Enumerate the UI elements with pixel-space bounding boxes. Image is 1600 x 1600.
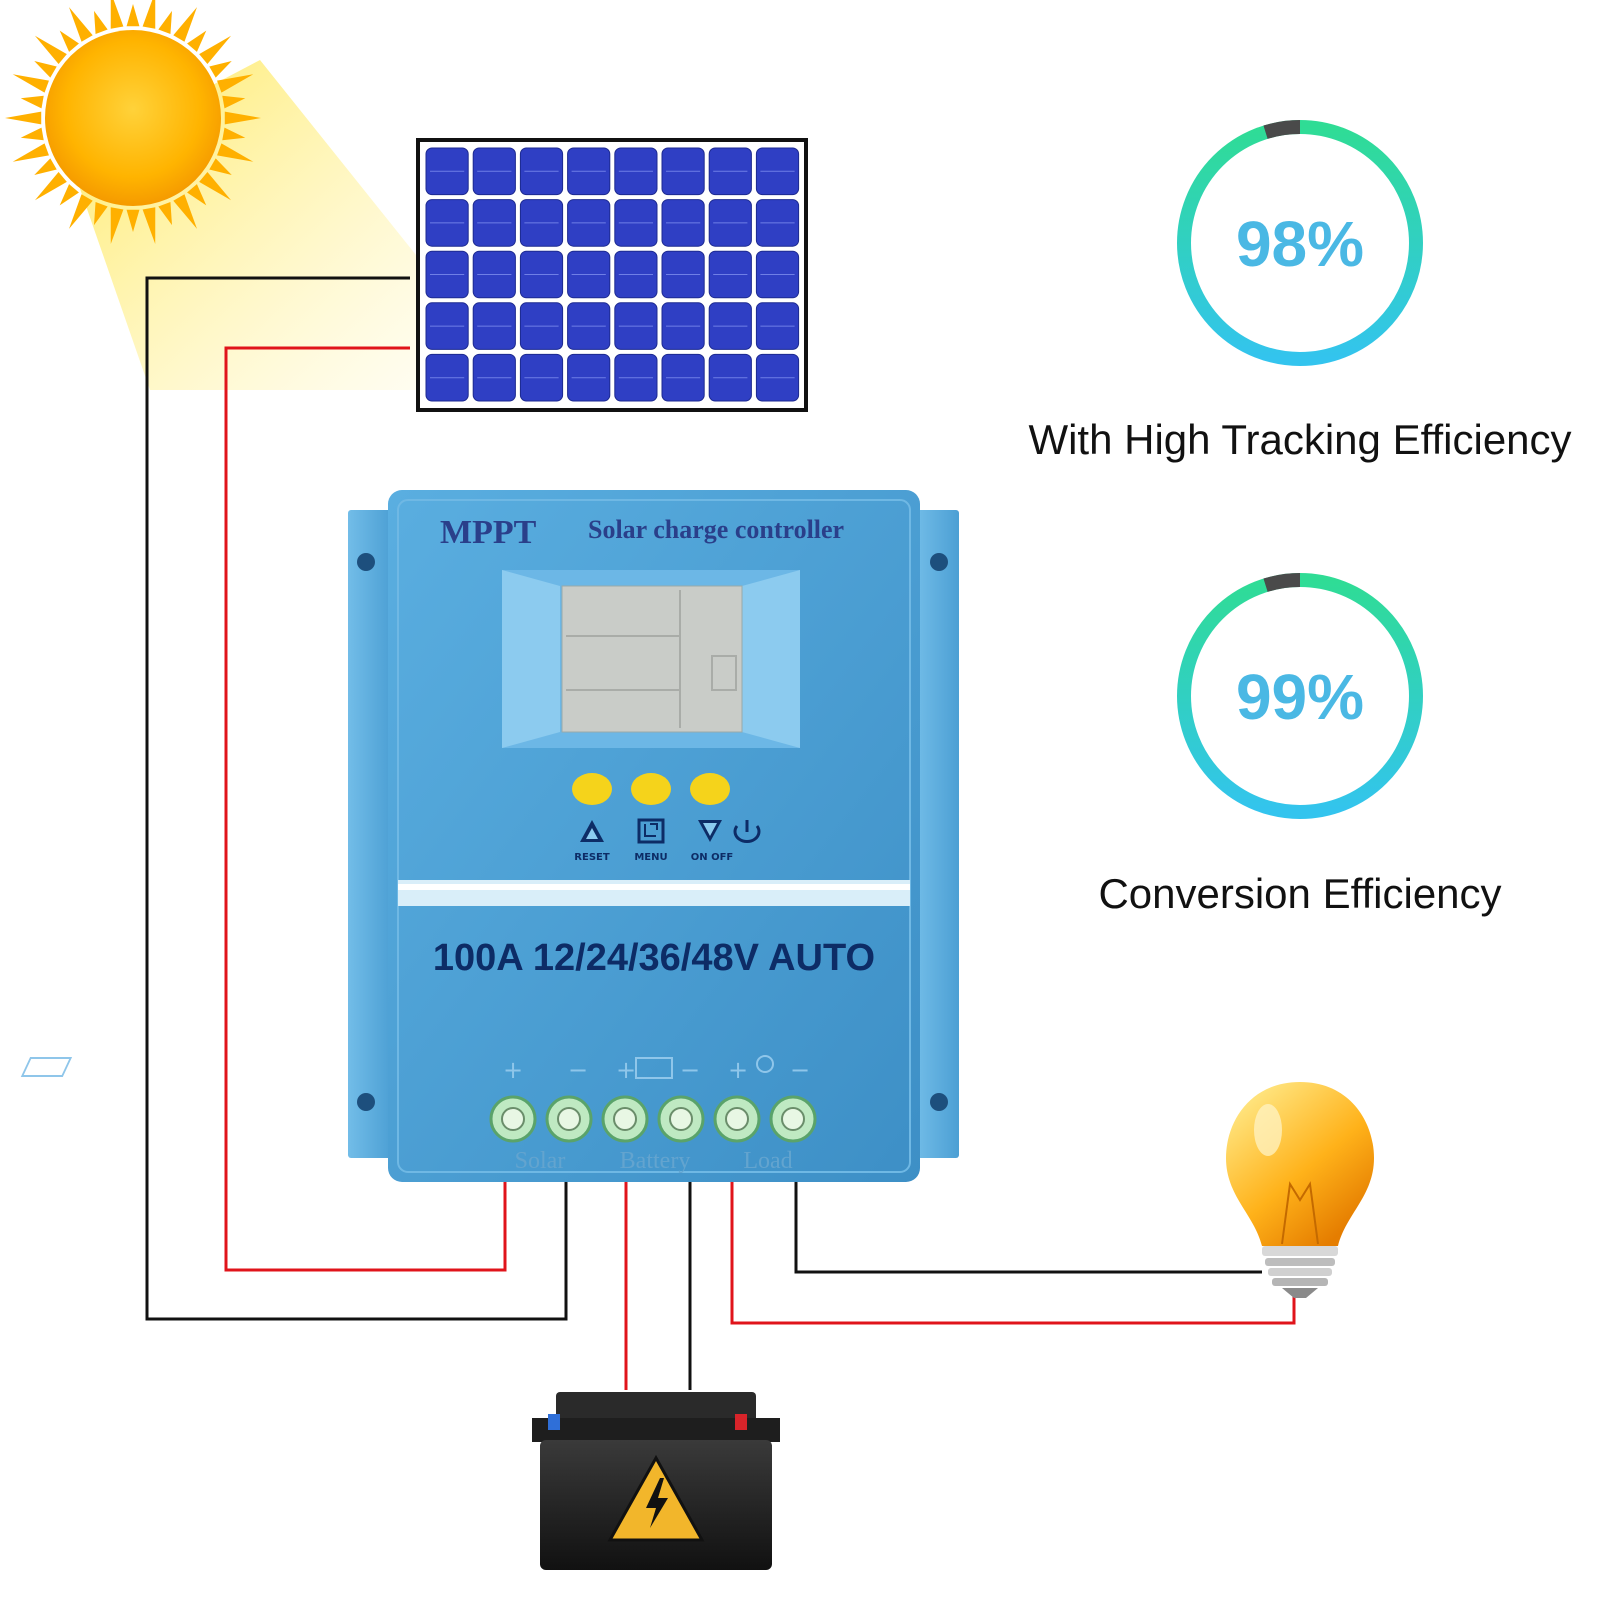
sun-ray: [217, 74, 254, 93]
sun-ray: [34, 35, 67, 64]
sun-ray: [173, 7, 197, 42]
load-wires: [730, 1182, 1296, 1325]
battery-negative-terminal: [548, 1414, 560, 1430]
mounting-wing-right: [915, 510, 959, 1158]
svg-text:+: +: [503, 1056, 523, 1084]
sun-ray: [12, 74, 49, 93]
metric-value-conversion: 99%: [1236, 661, 1364, 733]
metric-ring-gap: [1263, 573, 1301, 592]
high-voltage-warning-icon: [607, 1454, 705, 1542]
sun-ray: [126, 4, 140, 27]
terminal-label-load: Load: [743, 1148, 792, 1174]
controller-brand: MPPT: [440, 514, 537, 551]
terminal-label-battery: Battery: [620, 1148, 691, 1174]
sun-ray: [173, 194, 197, 229]
solar-wires: [145, 276, 568, 1321]
controller-subtitle: Solar charge controller: [588, 515, 844, 544]
metric-caption-tracking: With High Tracking Efficiency: [1028, 416, 1572, 463]
svg-text:−: −: [680, 1056, 700, 1084]
sun-rays: [5, 0, 261, 245]
sun-ray: [110, 0, 124, 29]
metric-conversion-efficiency: 99%: [1177, 573, 1423, 819]
mounting-wing-left: [348, 510, 392, 1158]
sun-ray: [34, 158, 57, 175]
sun-ray: [94, 10, 108, 34]
sun-ray: [222, 127, 246, 141]
sun-ray: [187, 184, 207, 206]
sun-ray: [224, 111, 261, 125]
menu-icon: [637, 818, 665, 844]
terminal-screw-center: [725, 1107, 749, 1131]
terminal-block: [489, 1095, 817, 1143]
sun-icon: [5, 0, 430, 390]
sun-ray: [142, 207, 156, 245]
battery-terminal-icon: [635, 1057, 673, 1079]
sun-ray: [94, 202, 108, 226]
battery-wires: [624, 1182, 692, 1390]
power-icon: [733, 820, 761, 844]
sun-ray: [20, 127, 44, 141]
sun-ray: [5, 111, 42, 125]
lcd-screen: [561, 585, 743, 733]
sun-ray: [142, 0, 156, 29]
sun-ray: [209, 158, 232, 175]
sun-ray: [158, 202, 172, 226]
on-off-button-label: ON OFF: [691, 852, 734, 863]
sun-ray: [217, 143, 254, 162]
solar-terminal-icon: [20, 1057, 73, 1077]
battery-icon: [532, 1392, 780, 1570]
down-arrow-icon: [698, 820, 722, 842]
terminal-screw-center: [501, 1107, 525, 1131]
sun-ray: [34, 172, 67, 201]
sun-ray: [110, 207, 124, 245]
menu-button-label: MENU: [634, 852, 667, 863]
terminal-screw-center: [557, 1107, 581, 1131]
metric-ring-gap: [1263, 120, 1301, 139]
battery-positive-terminal: [735, 1414, 747, 1430]
metric-tracking-efficiency: 98%: [1177, 120, 1423, 366]
sun-ray: [158, 10, 172, 34]
svg-text:+: +: [728, 1056, 748, 1084]
sun-ray: [199, 35, 232, 64]
sun-ray: [187, 30, 207, 52]
terminal-label-solar: Solar: [515, 1148, 566, 1174]
svg-text:−: −: [568, 1056, 588, 1084]
solar-negative-wire: [145, 276, 568, 1321]
sun-ray: [209, 61, 232, 78]
load-positive-wire: [730, 1182, 1296, 1325]
sun-ray: [12, 143, 49, 162]
sun-ray: [59, 30, 79, 52]
reset-button[interactable]: [572, 773, 612, 805]
controller-model: 100A 12/24/36/48V AUTO: [433, 937, 875, 979]
load-terminal-icon: [756, 1055, 774, 1073]
charge-controller: MPPT Solar charge controller: [20, 490, 959, 1182]
svg-text:−: −: [790, 1056, 810, 1084]
light-bulb-icon: [1226, 1082, 1374, 1298]
svg-text:+: +: [616, 1056, 636, 1084]
sun-ray: [69, 7, 93, 42]
sun-ray: [20, 95, 44, 109]
up-arrow-icon: [580, 820, 604, 842]
menu-button[interactable]: [631, 773, 671, 805]
sun-ray: [222, 95, 246, 109]
sun-ray: [59, 184, 79, 206]
load-negative-wire: [794, 1182, 1262, 1274]
metric-caption-conversion: Conversion Efficiency: [1098, 870, 1502, 917]
terminal-screw-center: [669, 1107, 693, 1131]
solar-panel-icon: [416, 138, 808, 412]
sun-ray: [199, 172, 232, 201]
metric-value-tracking: 98%: [1236, 208, 1364, 280]
terminal-screw-center: [781, 1107, 805, 1131]
on-off-button[interactable]: [690, 773, 730, 805]
terminal-icons: + − + − + −: [20, 1055, 810, 1084]
reset-button-label: RESET: [574, 852, 610, 863]
sun-ray: [34, 61, 57, 78]
sun-ray: [126, 209, 140, 232]
solar-positive-wire: [224, 346, 507, 1272]
terminal-screw-center: [613, 1107, 637, 1131]
sun-ray: [69, 194, 93, 229]
